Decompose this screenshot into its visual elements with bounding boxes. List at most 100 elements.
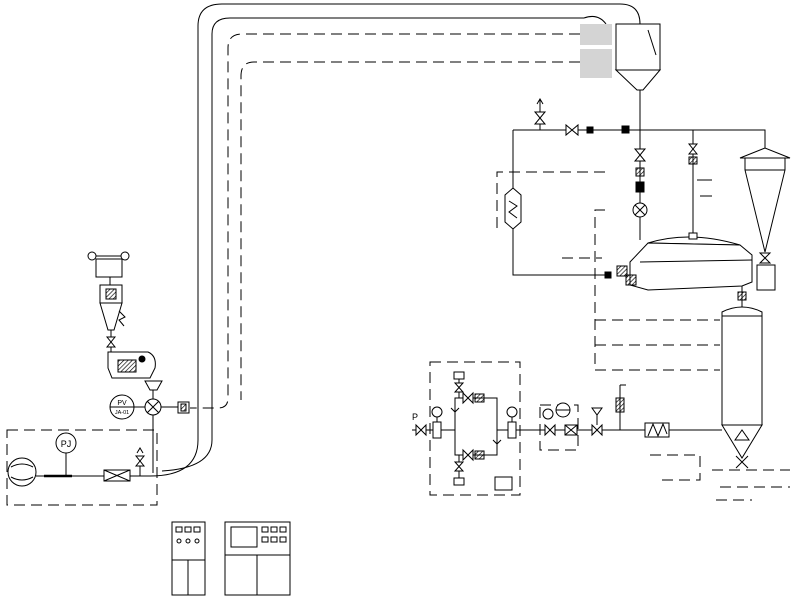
feeder-hopper-cone: [99, 302, 123, 331]
dryer-inlet-box-1: [616, 265, 628, 277]
cyclone-collector: [756, 264, 776, 291]
dryer-feed-fitting: [688, 156, 698, 165]
filter-housing-left: [432, 421, 442, 439]
dryer-feed-valve-icon: [687, 143, 699, 155]
dryer-inlet: [688, 232, 698, 240]
dashed-line-heater: [650, 454, 701, 481]
dashed-line-outer: [190, 33, 580, 409]
blower-impeller: [10, 463, 34, 481]
vibrator-icon: [118, 310, 126, 327]
loop-fitting-solid: [604, 271, 612, 279]
pressure-gauge-icon: [55, 432, 77, 454]
heat-exchanger-loop: [504, 130, 612, 279]
filter-panel-lower: [580, 49, 612, 78]
blower-bleed-valve-icon: [134, 455, 146, 467]
spray-vessel: [721, 306, 763, 469]
dashed-line-vertical-bus: [594, 209, 605, 370]
feed-heater: [644, 422, 670, 438]
skid-panel-box: [494, 476, 513, 491]
discharge-valve-icon: [633, 148, 647, 162]
rotary-feeder-cross: [146, 400, 160, 414]
cyclone-roof: [739, 147, 791, 159]
cabinet-small-lamp-1: [176, 538, 182, 544]
top-header-piping: [513, 98, 766, 238]
heat-exchanger-coil: [508, 200, 518, 219]
instrument-left-icon: [431, 406, 443, 418]
cyclone-valve-icon: [758, 252, 772, 264]
cabinet-large-indicator-5: [270, 536, 278, 543]
discharge-fitting-solid: [635, 181, 645, 193]
filter-housing: [615, 23, 661, 71]
cabinet-small-indicator-3: [193, 526, 201, 533]
header-valve-icon: [565, 123, 579, 137]
cabinet-small-lamp-3: [194, 538, 200, 544]
pressure-tag-label: P: [412, 412, 418, 422]
bypass-left-check-icon: [450, 407, 460, 413]
feed-heater-coil: [647, 422, 668, 438]
feeder-lug-right: [120, 251, 130, 261]
signal-junction-core: [180, 403, 187, 412]
vessel-inner-triangle: [734, 429, 750, 441]
filter-cone: [614, 69, 662, 91]
dryer-inlet-box-2: [625, 274, 637, 286]
feeder-bag-station: [95, 258, 123, 278]
control-cabinet-small: [171, 521, 206, 596]
dryer-body: [629, 242, 753, 291]
feeder-hopper-screen: [105, 288, 117, 300]
dryer-outlet-fitting: [737, 291, 747, 301]
instrument-right-icon: [506, 406, 518, 418]
top-stub-valve-icon: [453, 382, 465, 393]
header-line: [513, 129, 766, 150]
bypass-right-check-icon: [492, 439, 502, 445]
air-filter-cross: [103, 469, 131, 482]
filter-panel-upper: [580, 24, 612, 45]
blower-skid-boundary: [6, 429, 158, 506]
dryer-bed-plate: [639, 259, 753, 263]
feeder-lug-left: [87, 251, 97, 261]
bypass-bottom-fitting: [474, 450, 485, 460]
cabinet-large-indicator-1: [261, 526, 269, 533]
feeder-valve-icon: [105, 336, 117, 348]
blower-icon: [7, 457, 37, 487]
relief-valve-icon: [591, 407, 603, 416]
filter-diagonal: [647, 29, 657, 56]
conveying-pipe-end-arc: [583, 16, 607, 25]
vessel-discharge-cross: [735, 455, 749, 469]
cabinet-large-indicator-3: [279, 526, 287, 533]
feeder-motor-icon: [138, 355, 146, 363]
bypass-top-fitting: [474, 393, 485, 403]
cabinet-small-lamp-2: [185, 538, 191, 544]
cabinet-large-screen: [230, 526, 258, 548]
outlet-valve-icon: [591, 423, 603, 437]
cabinet-large-indicator-2: [270, 526, 278, 533]
bottom-stub-valve-icon: [453, 461, 465, 472]
cyclone-body: [744, 157, 786, 253]
cabinet-large-indicator-4: [261, 536, 269, 543]
header-fitting-2: [621, 125, 630, 134]
bypass-top-valve-icon: [462, 391, 474, 405]
top-stub-box: [453, 371, 465, 380]
cabinet-small-indicator-1: [175, 526, 183, 533]
control-valve-assembly: PV JA-01: [109, 380, 190, 473]
vent-arrow-icon: [536, 98, 544, 105]
sample-fitting: [615, 397, 625, 413]
blower-bleed-arrow-icon: [136, 447, 144, 454]
meter-valve-icon: [544, 423, 556, 437]
pressure-gauge-label: PJ: [61, 439, 72, 449]
bypass-frame: [454, 397, 498, 456]
bypass-bottom-valve-icon: [462, 448, 474, 462]
rotary-valve-cross: [634, 204, 646, 216]
vessel-cone: [721, 424, 763, 459]
control-valve-tag-top: PV: [117, 400, 127, 407]
feed-pipeline: P: [412, 361, 722, 496]
loop-line: [512, 130, 605, 276]
cabinet-large-indicator-6: [279, 536, 287, 543]
dashed-line-inner: [240, 61, 580, 400]
dashed-signal-lines: [190, 33, 790, 501]
meter-strainer-cross: [564, 424, 578, 436]
conveying-pipe-inner-wall: [161, 17, 584, 472]
cyclone: [739, 147, 791, 291]
vessel-body: [721, 306, 763, 426]
header-fitting-1: [586, 126, 594, 134]
